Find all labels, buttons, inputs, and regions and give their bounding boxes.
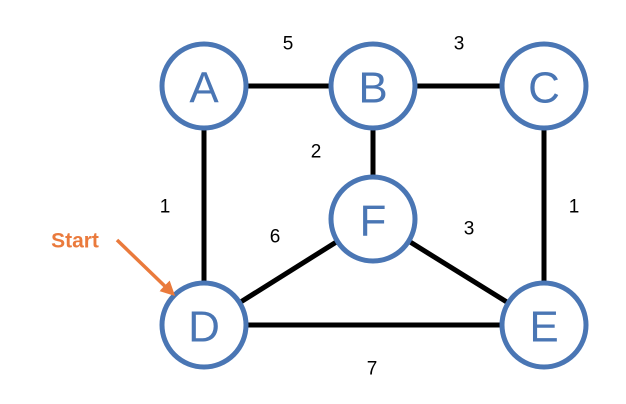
node-b: B — [328, 41, 418, 131]
weight-b-f: 2 — [311, 142, 322, 163]
weight-a-d: 1 — [160, 197, 171, 218]
start-label: Start — [51, 230, 99, 253]
node-c-label: C — [528, 64, 560, 113]
edge-weights: 5 3 1 2 1 6 3 7 — [160, 34, 580, 380]
node-f: F — [328, 174, 418, 264]
edge-d-f — [239, 240, 338, 304]
node-a-label: A — [189, 64, 219, 113]
node-d: D — [159, 280, 249, 370]
weight-d-f: 6 — [270, 227, 281, 248]
node-d-circle — [159, 280, 249, 370]
weight-f-e: 3 — [464, 219, 475, 240]
edges — [201, 83, 547, 328]
node-b-circle — [328, 41, 418, 131]
nodes: A B C D E F — [159, 41, 589, 370]
node-e: E — [499, 280, 589, 370]
node-c: C — [499, 41, 589, 131]
node-f-circle — [328, 174, 418, 264]
weight-b-c: 3 — [454, 34, 465, 55]
start-indicator: Start — [51, 230, 176, 297]
weight-a-b: 5 — [283, 34, 294, 55]
weight-d-e: 7 — [367, 359, 378, 380]
node-e-label: E — [529, 303, 558, 352]
node-c-circle — [499, 41, 589, 131]
edge-f-e — [409, 240, 508, 304]
weight-c-e: 1 — [569, 197, 580, 218]
node-e-circle — [499, 280, 589, 370]
node-b-label: B — [358, 64, 387, 113]
node-d-label: D — [188, 303, 220, 352]
start-arrow — [115, 238, 176, 297]
node-a: A — [159, 41, 249, 131]
node-a-circle — [159, 41, 249, 131]
node-f-label: F — [360, 197, 387, 246]
